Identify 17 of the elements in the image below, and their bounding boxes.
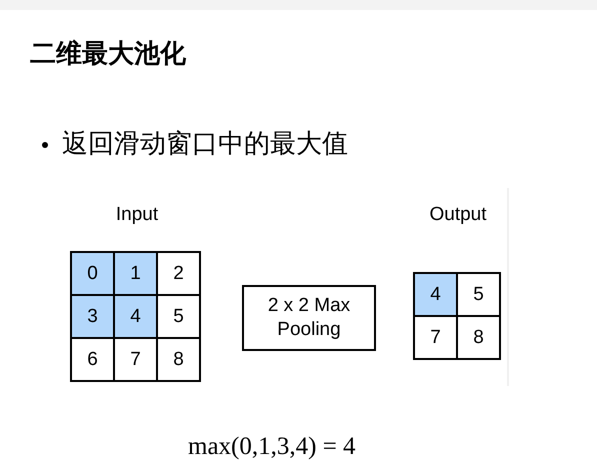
grid-cell: 8: [156, 337, 201, 382]
grid-cell: 6: [70, 337, 115, 382]
process-box: 2 x 2 Max Pooling: [242, 285, 376, 351]
grid-cell: 4: [113, 294, 158, 339]
bullet-text: 返回滑动窗口中的最大值: [62, 127, 348, 160]
grid-heading: Input: [114, 204, 160, 226]
grid-cell: 5: [456, 272, 501, 317]
grid-cell: 2: [156, 251, 201, 296]
grid-cell: 8: [456, 315, 501, 360]
grid-cell: 3: [70, 294, 115, 339]
grid-cell: 4: [413, 272, 458, 317]
grid-cell: 7: [413, 315, 458, 360]
grid-heading: Output: [428, 204, 488, 226]
formula: max(0,1,3,4) = 4: [188, 433, 356, 461]
grid-cell: 1: [113, 251, 158, 296]
grid-cell: 0: [70, 251, 115, 296]
title: 二维最大池化: [30, 37, 186, 70]
